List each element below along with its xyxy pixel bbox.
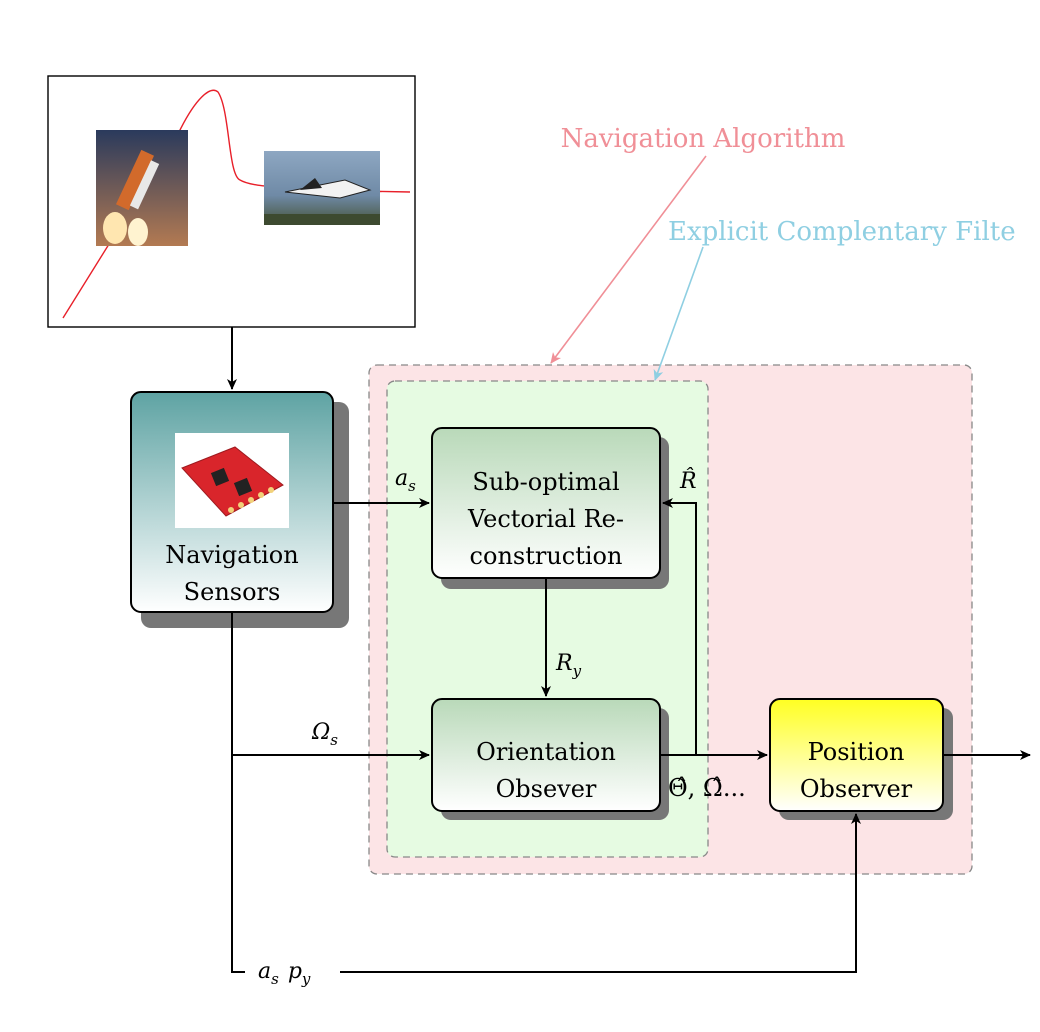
- subopt-label-line3: construction: [470, 542, 623, 570]
- trajectory-illustration: [47, 75, 416, 328]
- omega-signal-label: Ωs: [311, 720, 338, 749]
- ecf-pointer: [653, 246, 704, 381]
- theta-omega-hat-label: Θ̂, Ω̂...: [668, 774, 746, 802]
- as-signal-label: as: [395, 466, 416, 495]
- position-label-line2: Observer: [800, 775, 913, 803]
- position-label-line1: Position: [808, 738, 905, 766]
- ry-signal-label: Ry: [555, 651, 582, 680]
- sensors-label-line1: Navigation: [165, 541, 298, 569]
- shuttle-launch-image: [96, 130, 188, 246]
- subopt-label-line1: Sub-optimal: [472, 468, 619, 496]
- sensors-label-line2: Sensors: [184, 578, 281, 606]
- trajectory-curve: [62, 89, 411, 319]
- shuttle-landing-image: [264, 151, 380, 225]
- nav-algo-pointer: [550, 155, 707, 364]
- aspy-line: [340, 813, 861, 973]
- orientation-label-line1: Orientation: [476, 738, 616, 766]
- subopt-label-line2: Vectorial Re-: [467, 505, 624, 533]
- sensor-down-line: [231, 612, 245, 973]
- ecf-label: Explicit Complentary Filte: [668, 217, 1016, 247]
- navigation-algorithm-label: Navigation Algorithm: [561, 124, 846, 154]
- rhat-signal-label: R̂: [679, 468, 697, 494]
- orientation-label-line2: Obsever: [496, 775, 597, 803]
- rhat-feedback-line: [662, 498, 697, 755]
- imu-board-image: [175, 433, 289, 528]
